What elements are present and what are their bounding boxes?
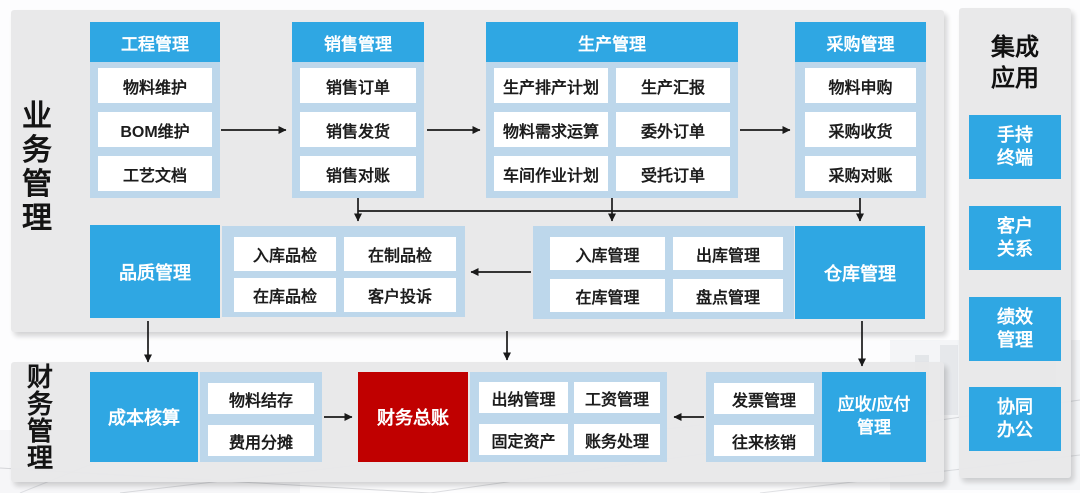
item-account-processing: 账务处理 [574, 424, 660, 455]
item-material-requisition: 物料申购 [805, 68, 916, 103]
warehouse-management-box: 仓库管理 [795, 226, 925, 319]
item-workshop-plan: 车间作业计划 [494, 156, 608, 191]
item-purchase-receiving: 采购收货 [805, 112, 916, 147]
ar-ap-management-box: 应收/应付管理 [822, 372, 926, 462]
integration-item-customer-relationship: 客户关系 [969, 206, 1061, 270]
item-sales-order: 销售订单 [300, 68, 416, 103]
item-sales-reconciliation: 销售对账 [300, 156, 416, 191]
item-stock-inspection: 在库品检 [234, 278, 336, 312]
item-production-schedule: 生产排产计划 [494, 68, 608, 103]
receivable-panel: 发票管理 往来核销 [706, 372, 822, 462]
sales-column: 销售管理 销售订单 销售发货 销售对账 [292, 22, 424, 198]
purchasing-column: 采购管理 物料申购 采购收货 采购对账 [795, 22, 926, 198]
item-process-document: 工艺文档 [98, 156, 212, 191]
sales-header: 销售管理 [292, 22, 424, 62]
integration-title: 集成应用 [991, 34, 1039, 93]
item-payroll-management: 工资管理 [574, 382, 660, 413]
item-consignment-order: 受托订单 [616, 156, 730, 191]
item-stocktake-management: 盘点管理 [673, 279, 783, 312]
item-inprocess-inspection: 在制品检 [344, 237, 456, 271]
engineering-header: 工程管理 [90, 22, 220, 62]
engineering-column: 工程管理 物料维护 BOM维护 工艺文档 [90, 22, 220, 198]
business-section-label: 业务管理 [22, 100, 52, 235]
integration-item-handheld-terminal: 手持终端 [969, 115, 1061, 179]
item-cashier-management: 出纳管理 [479, 382, 568, 413]
item-sales-delivery: 销售发货 [300, 112, 416, 147]
item-outsourcing-order: 委外订单 [616, 112, 730, 147]
cost-panel: 物料结存 费用分摊 [200, 372, 322, 462]
quality-panel: 入库品检 在制品检 在库品检 客户投诉 [222, 226, 465, 317]
item-bom-maintenance: BOM维护 [98, 112, 212, 147]
production-header: 生产管理 [486, 22, 738, 62]
item-incoming-inspection: 入库品检 [234, 237, 336, 271]
item-inbound-management: 入库管理 [550, 237, 665, 270]
item-outbound-management: 出库管理 [673, 237, 783, 270]
integration-item-collaborative-office: 协同办公 [969, 387, 1061, 451]
item-transaction-writeoff: 往来核销 [714, 425, 814, 456]
general-ledger-box: 财务总账 [358, 372, 468, 462]
item-stock-management: 在库管理 [550, 279, 665, 312]
item-material-maintenance: 物料维护 [98, 68, 212, 103]
finance-section-label: 财务管理 [27, 362, 54, 473]
cost-accounting-box: 成本核算 [90, 372, 198, 462]
purchasing-header: 采购管理 [795, 22, 926, 62]
warehouse-panel: 入库管理 出库管理 在库管理 盘点管理 [533, 226, 794, 319]
ledger-panel: 出纳管理 工资管理 固定资产 账务处理 [470, 372, 667, 462]
item-invoice-management: 发票管理 [714, 383, 814, 414]
production-column: 生产管理 生产排产计划 生产汇报 物料需求运算 委外订单 车间作业计划 受托订单 [486, 22, 738, 198]
item-mrp-calculation: 物料需求运算 [494, 112, 608, 147]
item-production-report: 生产汇报 [616, 68, 730, 103]
item-expense-allocation: 费用分摊 [208, 425, 314, 456]
item-fixed-assets: 固定资产 [479, 424, 568, 455]
quality-management-box: 品质管理 [90, 225, 220, 318]
item-customer-complaint: 客户投诉 [344, 278, 456, 312]
item-purchase-reconciliation: 采购对账 [805, 156, 916, 191]
item-material-balance: 物料结存 [208, 383, 314, 414]
integration-item-performance-management: 绩效管理 [969, 297, 1061, 361]
